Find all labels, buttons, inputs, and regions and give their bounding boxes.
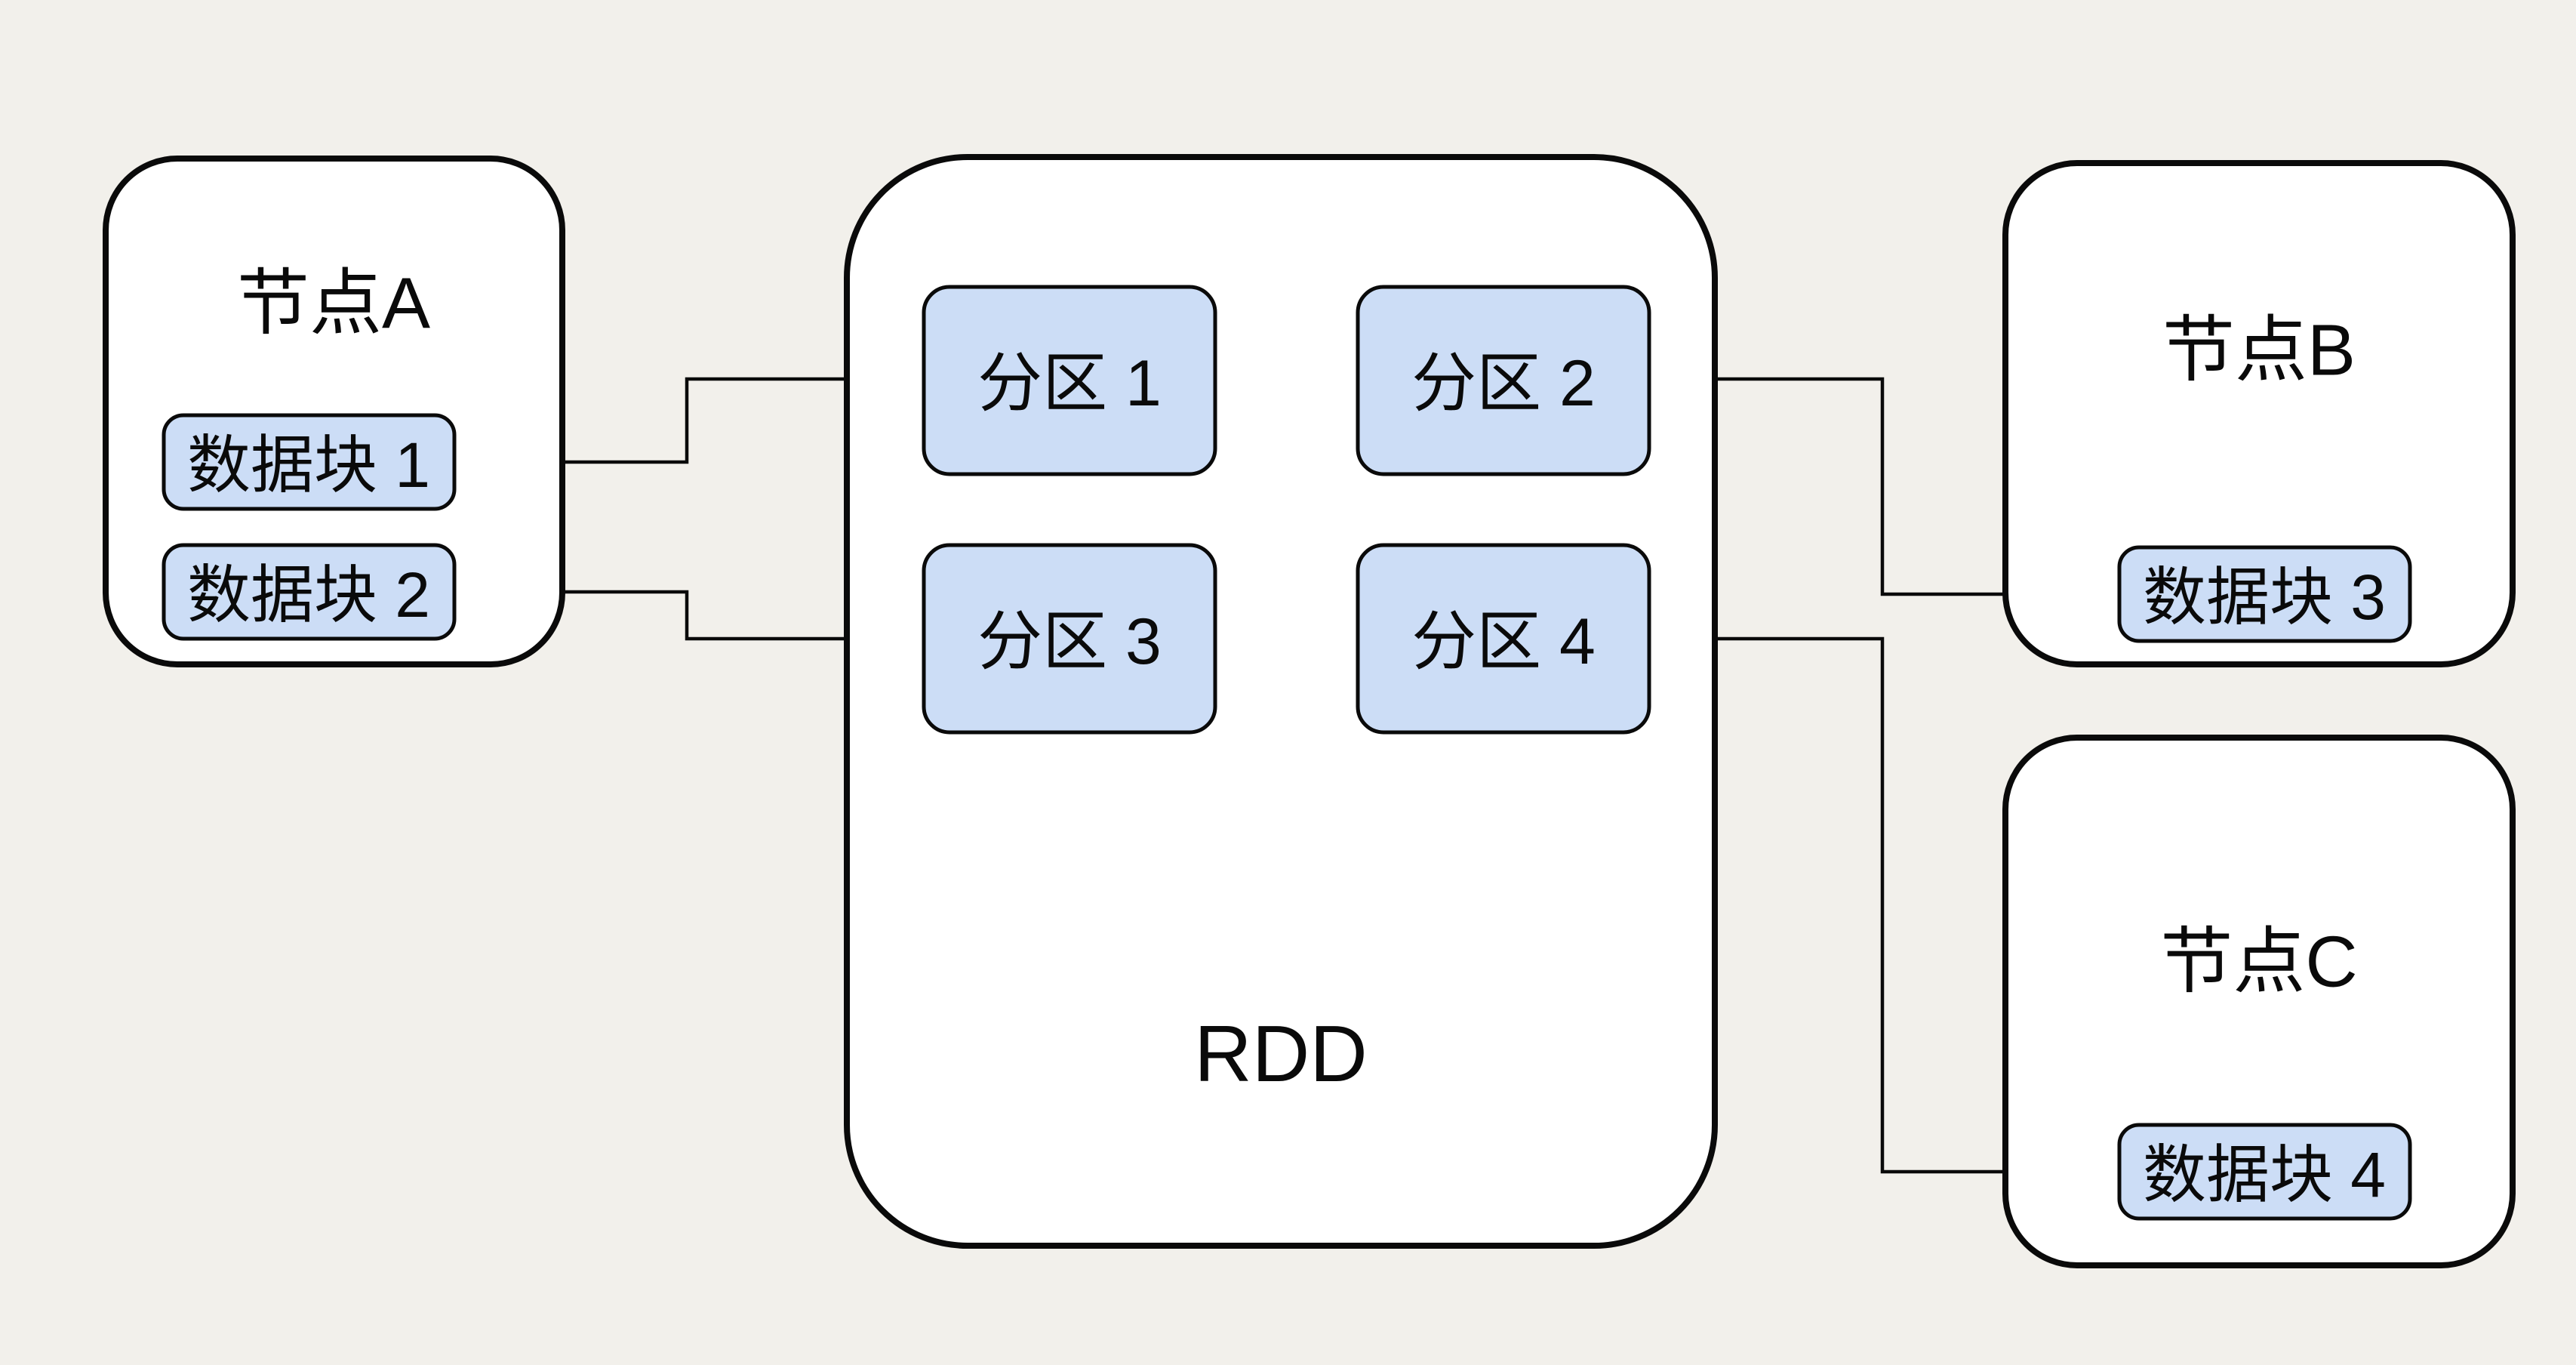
partition-3-box xyxy=(922,543,1217,735)
datablock-1-label: 数据块 1 xyxy=(187,430,430,501)
datablock-2-box xyxy=(162,543,457,641)
node-a-title: 节点A xyxy=(237,263,430,344)
node-b-title: 节点B xyxy=(2162,310,2356,391)
connector-partition2-to-datablock3 xyxy=(1649,377,2110,612)
connector-partition4-to-datablock4 xyxy=(1649,636,2110,1190)
datablock-1-box xyxy=(162,413,457,511)
node-b-box xyxy=(2002,160,2516,667)
datablock-3-box xyxy=(2117,545,2412,643)
node-c-title: 节点C xyxy=(2160,922,2357,1003)
datablock-4-label: 数据块 4 xyxy=(2143,1139,2386,1210)
partition-1-label: 分区 1 xyxy=(977,347,1162,420)
partition-4-box xyxy=(1356,543,1651,735)
rdd-label: RDD xyxy=(1194,1009,1368,1098)
node-a-box xyxy=(103,156,565,667)
partition-4-label: 分区 4 xyxy=(1411,605,1596,678)
partition-2-box xyxy=(1356,285,1651,476)
datablock-2-label: 数据块 2 xyxy=(187,559,430,630)
partition-2-label: 分区 2 xyxy=(1411,347,1596,420)
partition-1-box xyxy=(922,285,1217,476)
connector-partition1-to-datablock1 xyxy=(464,377,924,480)
datablock-3-label: 数据块 3 xyxy=(2143,562,2386,633)
connector-partition3-to-datablock2 xyxy=(464,574,924,641)
datablock-4-box xyxy=(2117,1123,2412,1221)
partition-3-label: 分区 3 xyxy=(977,605,1162,678)
